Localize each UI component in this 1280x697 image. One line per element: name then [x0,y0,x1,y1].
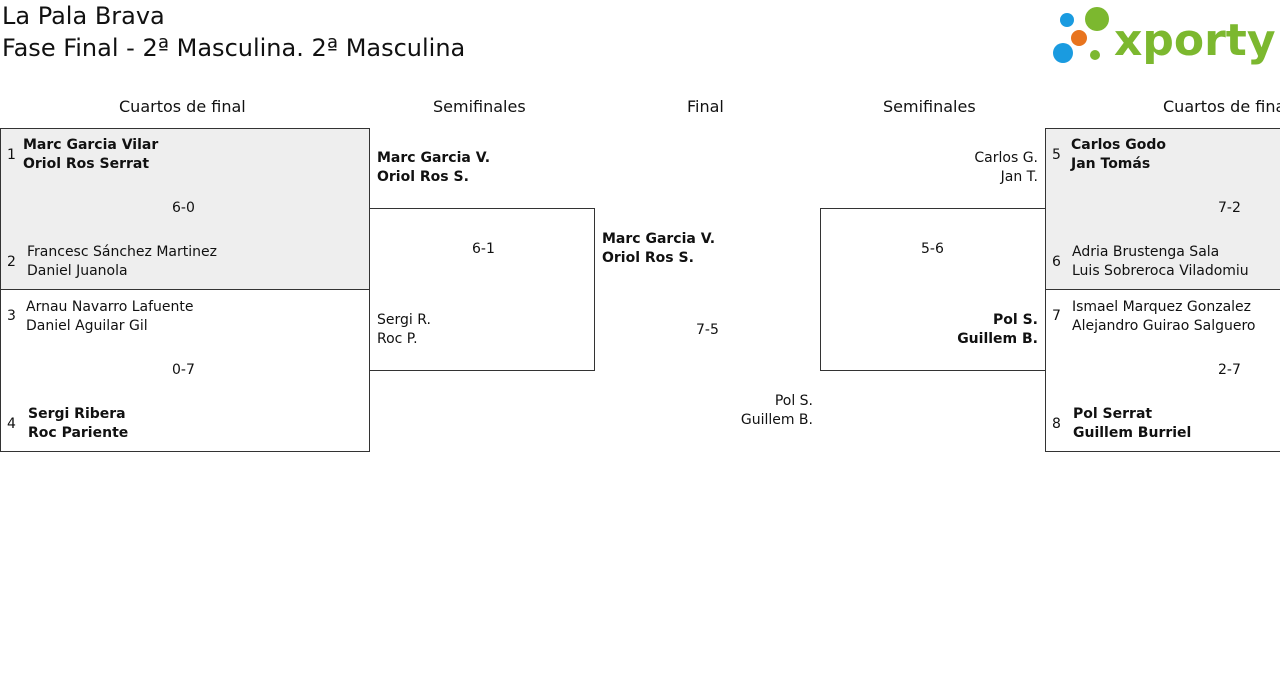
club-title: La Pala Brava [2,2,165,30]
player-name: Pol Serrat [1073,406,1153,422]
player-name: Pol S. [993,312,1038,328]
seed: 6 [1052,254,1061,270]
match-score: 2-7 [1218,362,1241,378]
player-name: Sergi Ribera [28,406,126,422]
player-name: Oriol Ros S. [377,169,469,185]
player-name: Roc P. [377,331,418,347]
col-head-qf-left: Cuartos de final [119,97,246,116]
col-head-final: Final [687,97,724,116]
match-score: 5-6 [921,241,944,257]
player-name: Jan T. [1000,169,1038,185]
player-name: Marc Garcia V. [377,150,491,166]
team-winner: Marc Garcia Vilar Oriol Ros Serrat [23,136,158,174]
team-winner: Pol S. Guillem B. [918,311,1038,349]
team-winner: Pol Serrat Guillem Burriel [1073,405,1191,443]
player-name: Carlos Godo [1071,137,1166,153]
team-loser: Carlos G. Jan T. [918,149,1038,187]
team-loser: Francesc Sánchez Martinez Daniel Juanola [27,243,217,281]
seed: 5 [1052,147,1061,163]
player-name: Alejandro Guirao Salguero [1072,318,1256,334]
qf-match-1[interactable] [0,128,370,290]
player-name: Pol S. [774,393,813,409]
seed: 8 [1052,416,1061,432]
player-name: Roc Pariente [28,425,129,441]
col-head-qf-right: Cuartos de final [1163,97,1280,116]
player-name: Guillem B. [740,412,813,428]
col-head-sf-right: Semifinales [883,97,976,116]
team-loser: Adria Brustenga Sala Luis Sobreroca Vila… [1072,243,1249,281]
seed: 7 [1052,308,1061,324]
team-winner: Marc Garcia V. Oriol Ros S. [377,149,490,187]
player-name: Jan Tomás [1071,156,1151,172]
match-score: 0-7 [172,362,195,378]
player-name: Daniel Juanola [27,263,128,279]
player-name: Ismael Marquez Gonzalez [1072,299,1251,315]
player-name: Guillem Burriel [1073,425,1192,441]
logo-text: xporty [1114,15,1276,66]
match-score: 6-0 [172,200,195,216]
match-score: 7-2 [1218,200,1241,216]
team-loser: Sergi R. Roc P. [377,311,431,349]
player-name: Oriol Ros S. [602,250,694,266]
player-name: Oriol Ros Serrat [23,156,150,172]
team-winner: Sergi Ribera Roc Pariente [28,405,128,443]
player-name: Luis Sobreroca Viladomiu [1072,263,1249,279]
player-name: Francesc Sánchez Martinez [27,244,217,260]
sf-match-left[interactable] [369,208,595,371]
player-name: Arnau Navarro Lafuente [26,299,194,315]
player-name: Daniel Aguilar Gil [26,318,148,334]
qf-match-3[interactable] [1045,128,1280,290]
team-runner-up: Pol S. Guillem B. [713,392,813,430]
player-name: Marc Garcia Vilar [23,137,159,153]
seed: 3 [7,308,16,324]
final-score: 7-5 [696,322,719,338]
team-loser: Ismael Marquez Gonzalez Alejandro Guirao… [1072,298,1255,336]
seed: 1 [7,147,16,163]
match-score: 6-1 [472,241,495,257]
seed: 2 [7,254,16,270]
player-name: Marc Garcia V. [602,231,716,247]
player-name: Sergi R. [377,312,431,328]
phase-title: Fase Final - 2ª Masculina. 2ª Masculina [2,34,466,62]
team-winner: Carlos Godo Jan Tomás [1071,136,1166,174]
player-name: Guillem B. [957,331,1038,347]
qf-match-4[interactable] [1045,289,1280,452]
team-loser: Arnau Navarro Lafuente Daniel Aguilar Gi… [26,298,194,336]
team-champion: Marc Garcia V. Oriol Ros S. [602,230,715,268]
seed: 4 [7,416,16,432]
player-name: Carlos G. [974,150,1038,166]
player-name: Adria Brustenga Sala [1072,244,1220,260]
col-head-sf-left: Semifinales [433,97,526,116]
xporty-logo[interactable]: xporty [1050,4,1278,68]
